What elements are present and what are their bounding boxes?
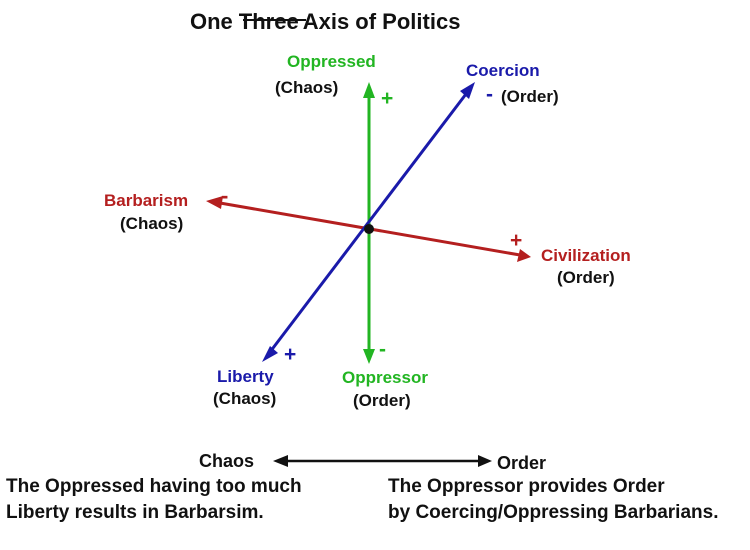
liberty-sub-label: (Chaos)	[213, 389, 276, 408]
civilization-label: Civilization	[541, 246, 631, 265]
oppressed-sign: +	[381, 87, 393, 110]
barbarism-sub-label: (Chaos)	[120, 214, 183, 233]
title-rest: Axis of Politics	[303, 9, 461, 34]
title-struck-word: Three	[239, 9, 299, 34]
liberty-label: Liberty	[217, 367, 274, 386]
caption-left-line-2: Liberty results in Barbarsim.	[6, 502, 264, 523]
coercion-sign: -	[486, 83, 493, 106]
caption-left-line-1: The Oppressed having too much	[6, 476, 302, 497]
scale-left-arrowhead	[273, 455, 288, 467]
horizontal-axis-right-arrowhead	[517, 249, 531, 262]
caption-right-line-1: The Oppressor provides Order	[388, 476, 665, 497]
horizontal-axis-left-arrowhead	[206, 196, 223, 209]
vertical-axis-top-arrowhead	[363, 82, 375, 98]
civilization-sub-label: (Order)	[557, 268, 615, 287]
title-one: One	[190, 9, 233, 34]
scale-chaos-label: Chaos	[199, 451, 254, 471]
caption-left: The Oppressed having too much Liberty re…	[6, 474, 302, 526]
vertical-axis-bottom-arrowhead	[363, 349, 375, 364]
coercion-label: Coercion	[466, 61, 540, 80]
oppressed-sub-label: (Chaos)	[275, 78, 338, 97]
diagonal-axis-line	[268, 93, 468, 353]
oppressed-label: Oppressed	[287, 52, 376, 71]
caption-right-line-2: by Coercing/Oppressing Barbarians.	[388, 502, 719, 523]
scale-right-arrowhead	[478, 455, 492, 467]
diagonal-axis-top-arrowhead	[460, 82, 475, 99]
liberty-sign: +	[284, 343, 296, 366]
oppressor-label: Oppressor	[342, 368, 428, 387]
scale-order-label: Order	[497, 453, 546, 473]
barbarism-label: Barbarism	[104, 191, 188, 210]
diagonal-axis-bottom-arrowhead	[262, 346, 278, 362]
caption-right: The Oppressor provides Order by Coercing…	[388, 474, 718, 526]
civilization-sign: +	[510, 229, 522, 252]
barbarism-sign: -	[221, 183, 228, 208]
oppressor-sign: -	[379, 338, 386, 361]
coercion-sub-label: (Order)	[501, 87, 559, 106]
origin-dot	[364, 224, 374, 234]
oppressor-sub-label: (Order)	[353, 391, 411, 410]
